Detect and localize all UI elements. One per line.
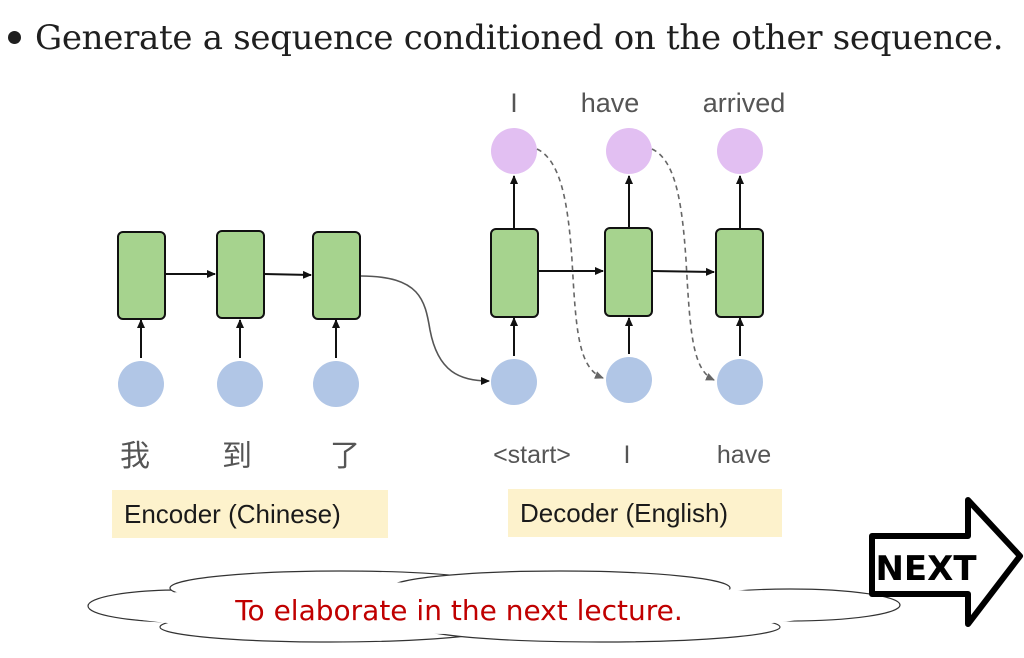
decoder-input-node-1 <box>491 359 537 405</box>
decoder-hidden-arrow-2 <box>651 267 715 276</box>
encoder-tag-label: Encoder (Chinese) <box>124 498 341 529</box>
bullet-text: Generate a sequence conditioned on the o… <box>35 18 1004 58</box>
encoder-cell-2 <box>216 230 265 319</box>
decoder-input-label-2: I <box>624 441 631 469</box>
feedback-arrow-1 <box>536 148 604 379</box>
bullet-dot <box>8 30 21 44</box>
decoder-output-label-1: I <box>510 88 518 118</box>
encoder-tag: Encoder (Chinese) <box>112 490 388 538</box>
encoder-input-node-2 <box>217 361 263 407</box>
decoder-output-label-3: arrived <box>703 88 786 118</box>
decoder-output-node-3 <box>717 128 763 174</box>
decoder-tag-label: Decoder (English) <box>520 497 729 528</box>
decoder-input-node-2 <box>606 357 652 403</box>
encoder-input-label-1: 我 <box>120 439 150 474</box>
bullet-point: Generate a sequence conditioned on the o… <box>8 18 1004 58</box>
decoder-cell-2 <box>604 227 653 317</box>
decoder-tag: Decoder (English) <box>508 489 782 537</box>
callout-cloud <box>87 570 901 643</box>
encoder-input-node-3 <box>313 361 359 407</box>
encoder-hidden-arrow-2 <box>263 270 312 279</box>
decoder-output-node-2 <box>606 128 652 174</box>
decoder-input-label-1: <start> <box>493 441 571 469</box>
encoder-input-node-1 <box>118 361 164 407</box>
encoder-cell-1 <box>117 231 166 320</box>
encoder-cell-3 <box>312 231 361 320</box>
decoder-input-node-3 <box>717 359 763 405</box>
decoder-cell-3 <box>715 228 764 318</box>
callout-text: To elaborate in the next lecture. <box>234 594 683 627</box>
next-badge-text: NEXT <box>875 549 977 589</box>
decoder-output-node-1 <box>491 128 537 174</box>
decoder-cell-1 <box>490 228 539 318</box>
feedback-arrow-2 <box>651 148 715 381</box>
context-arrow <box>360 275 490 385</box>
decoder-input-label-3: have <box>717 441 771 469</box>
decoder-output-label-2: have <box>581 88 640 118</box>
next-arrow-icon <box>869 497 1023 627</box>
encoder-input-label-2: 到 <box>222 439 252 474</box>
encoder-input-label-3: 了 <box>330 439 360 474</box>
